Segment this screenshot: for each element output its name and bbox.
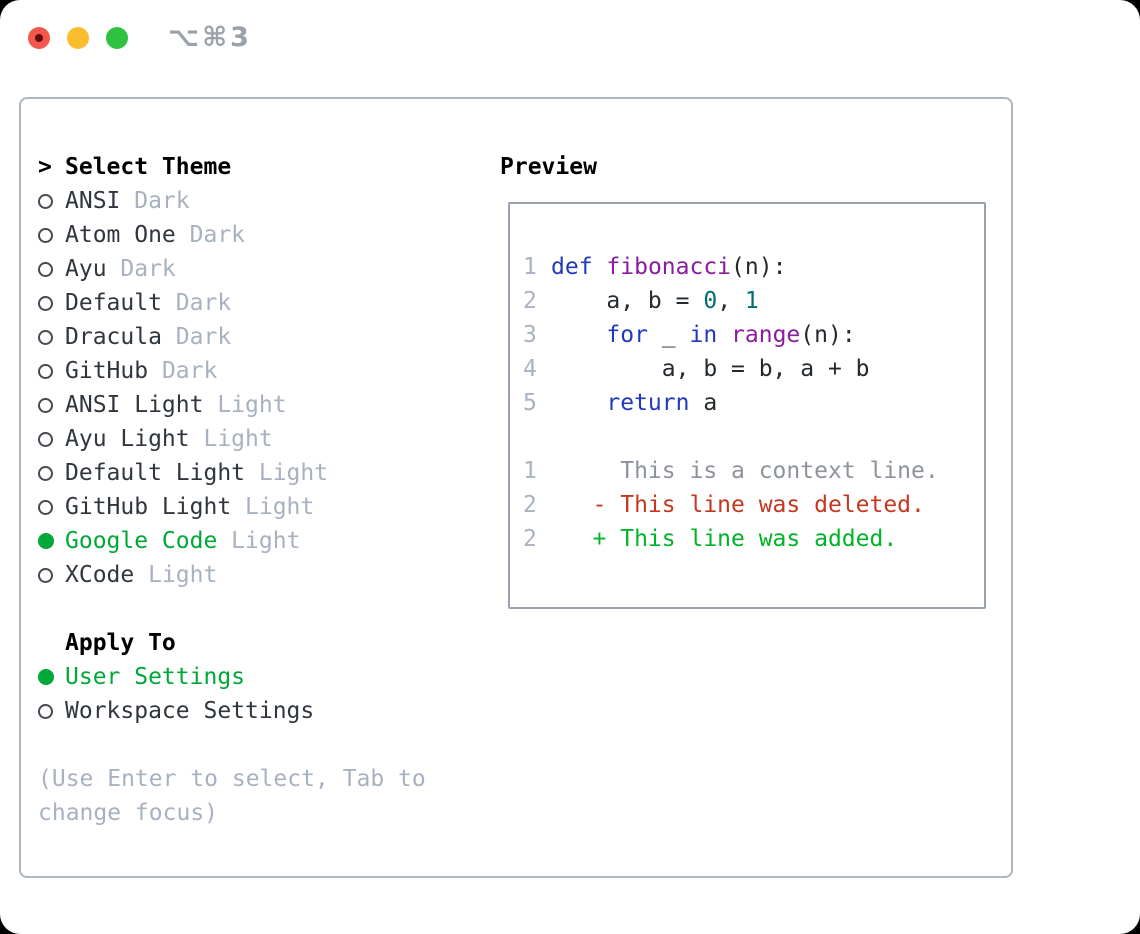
preview-code-line: 4 a, b = b, a + b (523, 352, 984, 386)
theme-option-variant: Light (203, 392, 287, 418)
theme-option-variant: Dark (175, 222, 246, 248)
theme-option[interactable]: Default Light Light (38, 456, 478, 490)
theme-option[interactable]: GitHub Dark (38, 354, 478, 388)
preview-code-line: 2 - This line was deleted. (523, 488, 984, 522)
radio-circle-icon (38, 669, 65, 685)
theme-option-label: GitHub (65, 358, 149, 384)
preview-code-line: 2 + This line was added. (523, 522, 984, 556)
theme-option-label: XCode (65, 562, 135, 588)
theme-option[interactable]: XCode Light (38, 558, 478, 592)
radio-circle-icon (38, 261, 65, 277)
apply-to-option-label: User Settings (65, 664, 246, 690)
select-theme-heading: > Select Theme (38, 150, 478, 184)
close-button[interactable] (28, 27, 50, 49)
apply-to-option[interactable]: Workspace Settings (38, 694, 478, 728)
close-dot-icon (35, 34, 43, 42)
spacer (38, 592, 478, 626)
theme-option[interactable]: Ayu Light Light (38, 422, 478, 456)
theme-option-variant: Dark (120, 188, 190, 214)
apply-to-option-label: Workspace Settings (65, 698, 315, 724)
window-title: ⌥⌘3 (168, 22, 252, 53)
radio-circle-icon (38, 329, 65, 345)
radio-circle-icon (38, 533, 65, 549)
theme-option[interactable]: ANSI Dark (38, 184, 478, 218)
theme-option-label: Default (65, 290, 162, 316)
theme-option-variant: Light (134, 562, 218, 588)
radio-circle-icon (38, 397, 65, 413)
preview-code-line: 1 This is a context line. (523, 454, 984, 488)
preview-code-line: 1 def fibonacci(n): (523, 250, 984, 284)
theme-option-variant: Light (217, 528, 301, 554)
theme-option-label: Default Light (65, 460, 246, 486)
theme-selector-panel: > Select Theme ANSI Dark Atom One Dark A… (19, 97, 1013, 878)
preview-code-line: 5 return a (523, 386, 984, 420)
radio-circle-icon (38, 465, 65, 481)
code-content: This is a context line. (551, 458, 939, 484)
code-content: + This line was added. (551, 526, 898, 552)
line-number: 3 (523, 322, 537, 348)
line-number: 2 (523, 288, 537, 314)
preview-heading: Preview (500, 154, 597, 180)
theme-option[interactable]: Ayu Dark (38, 252, 478, 286)
theme-option-variant: Dark (161, 290, 232, 316)
radio-circle-icon (38, 295, 65, 311)
theme-option-label: GitHub Light (65, 494, 232, 520)
radio-circle-icon (38, 193, 65, 209)
radio-circle-icon (38, 499, 65, 515)
theme-option-label: ANSI Light (65, 392, 204, 418)
code-content: for _ in range(n): (606, 322, 856, 348)
preview-column: Preview 1 def fibonacci(n): 2 a, b = 0, … (500, 150, 986, 609)
theme-option-variant: Dark (106, 256, 176, 282)
apply-to-list: User Settings Workspace Settings (38, 660, 478, 728)
radio-circle-icon (38, 567, 65, 583)
theme-option-variant: Light (231, 494, 315, 520)
minimize-button[interactable] (67, 27, 89, 49)
line-number: 2 (523, 526, 537, 552)
preview-box: 1 def fibonacci(n): 2 a, b = 0, 1 3 for … (508, 202, 986, 609)
titlebar: ⌥⌘3 (28, 22, 252, 53)
code-content: - This line was deleted. (551, 492, 925, 518)
preview-code-line: 2 a, b = 0, 1 (523, 284, 984, 318)
theme-option-label: Ayu Light (65, 426, 190, 452)
theme-option-variant: Light (189, 426, 273, 452)
theme-option[interactable]: Atom One Dark (38, 218, 478, 252)
theme-option-label: Atom One (65, 222, 176, 248)
theme-list: ANSI Dark Atom One Dark Ayu Dark Default… (38, 184, 478, 592)
line-number: 4 (523, 356, 537, 382)
line-number: 1 (523, 458, 537, 484)
theme-option[interactable]: ANSI Light Light (38, 388, 478, 422)
theme-option-variant: Dark (161, 324, 232, 350)
apply-to-option[interactable]: User Settings (38, 660, 478, 694)
preview-code-line: 3 for _ in range(n): (523, 318, 984, 352)
theme-option-label: Ayu (65, 256, 107, 282)
radio-circle-icon (38, 431, 65, 447)
code-content: a, b = 0, 1 (551, 288, 759, 314)
theme-option-label: Google Code (65, 528, 218, 554)
code-content: return a (606, 390, 718, 416)
apply-to-heading-label: Apply To (65, 630, 176, 656)
radio-circle-icon (38, 363, 65, 379)
select-theme-heading-label: Select Theme (65, 154, 232, 180)
theme-option[interactable]: Dracula Dark (38, 320, 478, 354)
theme-option-variant: Light (245, 460, 329, 486)
help-text: (Use Enter to select, Tab to change focu… (38, 766, 426, 826)
radio-circle-icon (38, 703, 65, 719)
theme-option[interactable]: Google Code Light (38, 524, 478, 558)
line-number: 5 (523, 390, 537, 416)
theme-option[interactable]: Default Dark (38, 286, 478, 320)
line-number: 2 (523, 492, 537, 518)
apply-to-heading: Apply To (38, 626, 478, 660)
theme-option[interactable]: GitHub Light Light (38, 490, 478, 524)
code-content: def fibonacci(n): (551, 254, 787, 280)
line-number: 1 (523, 254, 537, 280)
theme-list-column: > Select Theme ANSI Dark Atom One Dark A… (38, 150, 478, 830)
zoom-button[interactable] (106, 27, 128, 49)
theme-option-variant: Dark (148, 358, 218, 384)
radio-circle-icon (38, 227, 65, 243)
code-content: a, b = b, a + b (551, 356, 870, 382)
theme-option-label: ANSI (65, 188, 121, 214)
preview-code-line (523, 420, 984, 454)
theme-option-label: Dracula (65, 324, 162, 350)
focus-chevron-icon: > (38, 154, 52, 180)
